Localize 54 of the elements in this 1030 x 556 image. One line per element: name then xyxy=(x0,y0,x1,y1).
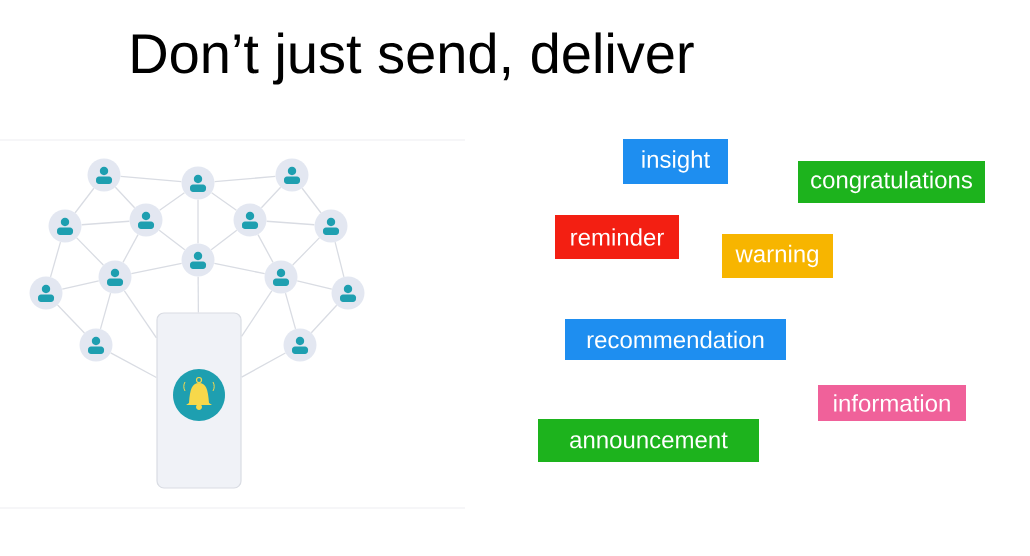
person-node xyxy=(181,243,215,277)
network-line xyxy=(114,186,136,209)
network-line xyxy=(292,237,320,266)
network-line xyxy=(158,192,186,211)
tag-label: reminder xyxy=(555,215,679,259)
network-line xyxy=(214,175,276,183)
network-line xyxy=(130,262,183,275)
network-line xyxy=(74,187,95,214)
person-node xyxy=(98,260,132,294)
tag-label: insight xyxy=(623,139,728,184)
network-line xyxy=(210,229,238,251)
network-line xyxy=(81,220,130,226)
person-node xyxy=(331,276,365,310)
person-node xyxy=(87,158,121,192)
person-node xyxy=(79,328,113,362)
person-node xyxy=(283,328,317,362)
tag-label: warning xyxy=(722,234,833,278)
network-line xyxy=(210,192,238,211)
person-node xyxy=(29,276,63,310)
person-node xyxy=(181,166,215,200)
network-line xyxy=(310,304,338,334)
title: Don’t just send, deliver xyxy=(132,32,694,85)
network-line xyxy=(123,290,158,339)
tag-label: announcement xyxy=(538,419,759,462)
network-line xyxy=(56,304,86,334)
network-line xyxy=(76,237,104,266)
network-line xyxy=(334,241,345,278)
person-node xyxy=(48,209,82,243)
tag-label: information xyxy=(818,385,966,421)
network-line xyxy=(301,187,322,214)
network-line xyxy=(284,292,297,330)
network-line xyxy=(260,186,282,209)
person-node xyxy=(233,203,267,237)
person-node xyxy=(129,203,163,237)
network-line xyxy=(110,352,158,379)
tag-label: congratulations xyxy=(798,161,985,203)
network-line xyxy=(240,290,273,337)
network-line xyxy=(120,175,182,183)
person-node xyxy=(314,209,348,243)
phone-drawing xyxy=(156,312,242,489)
network-line xyxy=(213,262,266,275)
network-line xyxy=(158,229,186,251)
network-line xyxy=(122,234,139,263)
network-line xyxy=(49,241,62,278)
network-line xyxy=(99,292,112,330)
network-line xyxy=(240,352,287,378)
person-node xyxy=(264,260,298,294)
network-line xyxy=(266,220,315,226)
network-line xyxy=(296,280,333,290)
person-node xyxy=(275,158,309,192)
tag-label: recommendation xyxy=(565,319,786,360)
network-line xyxy=(61,280,100,290)
network-line xyxy=(197,276,200,314)
network-line xyxy=(257,234,274,263)
